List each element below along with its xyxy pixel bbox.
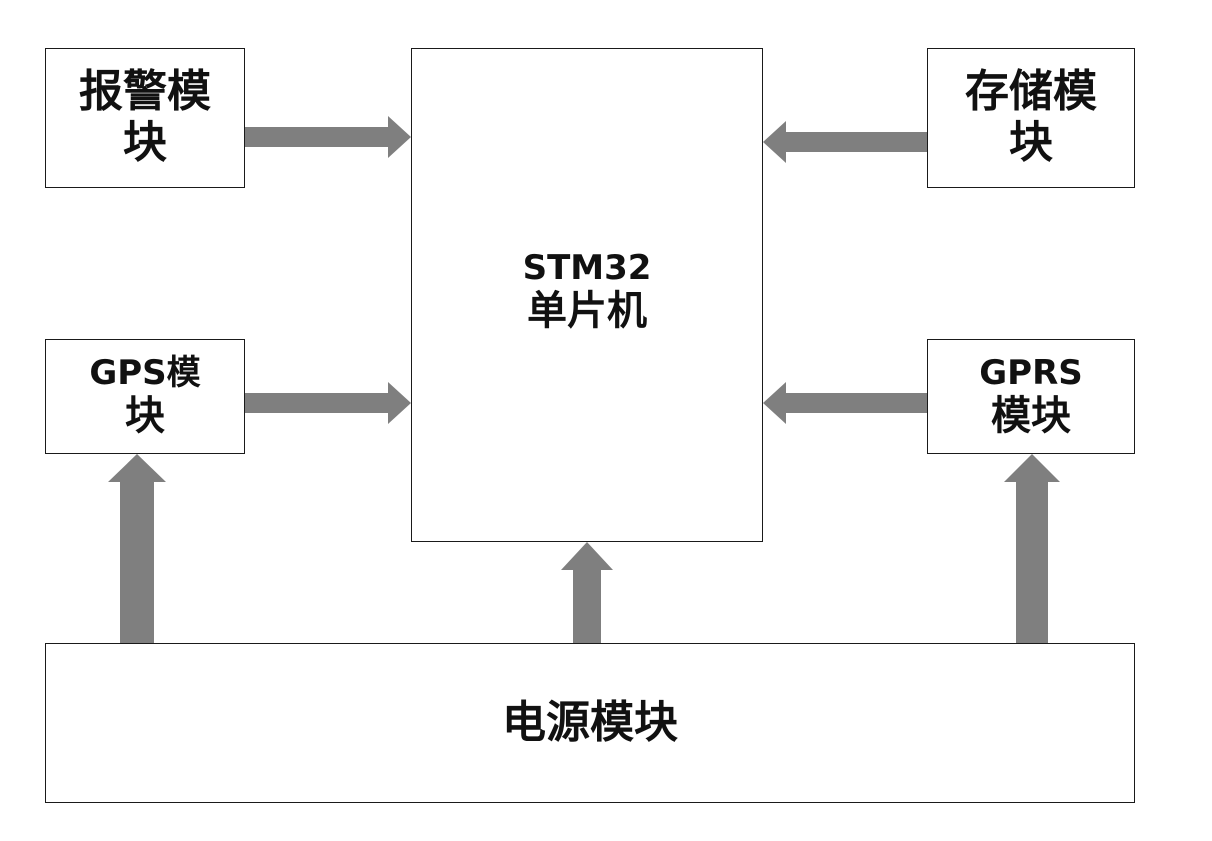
arrow-gps-to-mcu bbox=[245, 382, 411, 424]
gprs-module-box: GPRS 模块 bbox=[927, 339, 1135, 454]
alarm-module-box: 报警模 块 bbox=[45, 48, 245, 188]
gps-module-box: GPS模 块 bbox=[45, 339, 245, 454]
gprs-module-label-line2: 模块 bbox=[991, 393, 1071, 440]
arrow-alarm-to-mcu bbox=[245, 116, 411, 158]
storage-module-label-line1: 存储模 bbox=[965, 66, 1097, 118]
storage-module-box: 存储模 块 bbox=[927, 48, 1135, 188]
gps-module-label-line2: 块 bbox=[125, 393, 165, 440]
mcu-box: STM32 单片机 bbox=[411, 48, 763, 542]
arrow-power-to-gps bbox=[108, 454, 166, 643]
gprs-module-label-line1: GPRS bbox=[979, 352, 1083, 393]
arrow-power-to-gprs bbox=[1004, 454, 1060, 643]
alarm-module-label-line1: 报警模 bbox=[79, 66, 211, 118]
mcu-label-line1: STM32 bbox=[522, 248, 652, 288]
arrow-power-to-mcu bbox=[561, 542, 613, 643]
power-module-label: 电源模块 bbox=[502, 696, 678, 748]
mcu-label-line2: 单片机 bbox=[527, 288, 647, 335]
alarm-module-label-line2: 块 bbox=[123, 117, 167, 168]
power-module-box: 电源模块 bbox=[45, 643, 1135, 803]
gps-module-label-line1: GPS模 bbox=[89, 352, 201, 393]
storage-module-label-line2: 块 bbox=[1009, 117, 1053, 168]
arrow-storage-to-mcu bbox=[763, 121, 927, 163]
arrow-gprs-to-mcu bbox=[763, 382, 927, 424]
